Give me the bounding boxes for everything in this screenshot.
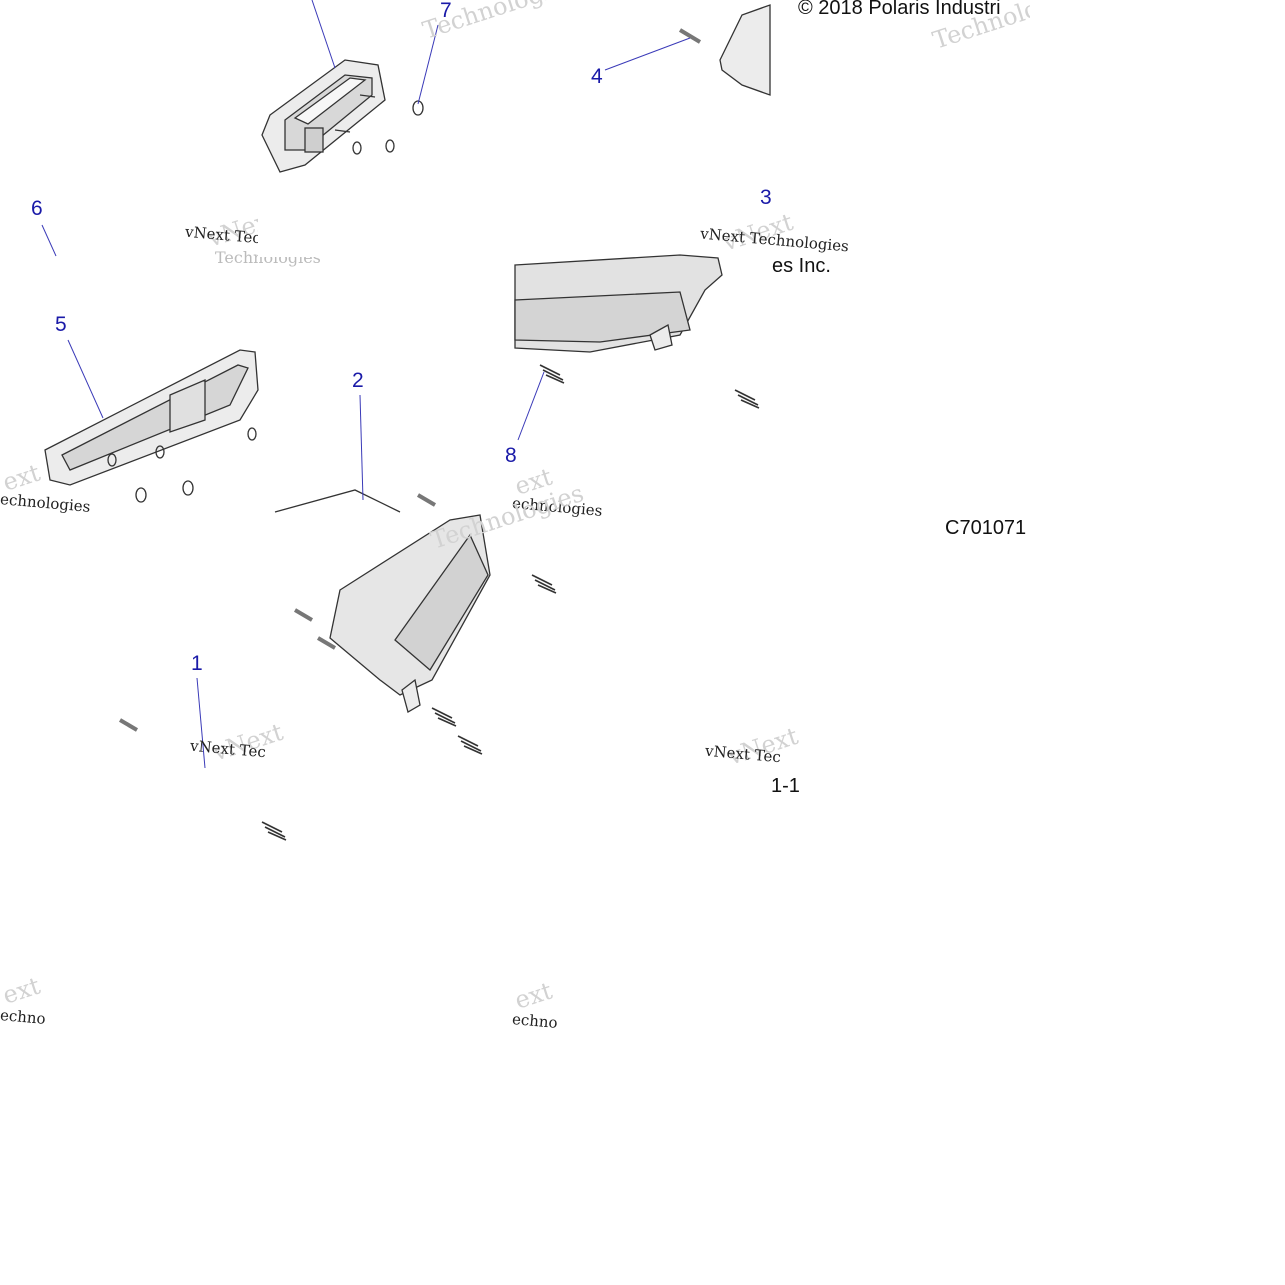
copyright-text: © 2018 Polaris Industri <box>798 0 1001 19</box>
callout-4: 4 <box>591 65 603 88</box>
part-3-headlight <box>514 254 760 409</box>
callout-3: 3 <box>760 186 772 209</box>
callout-7: 7 <box>440 0 452 22</box>
part-1-headlight <box>118 514 557 841</box>
tile-mask-mid-left <box>258 180 513 257</box>
part-code: C701071 <box>945 517 1027 539</box>
copyright-fragment: es Inc. <box>772 255 831 277</box>
callout-8: 8 <box>505 444 517 467</box>
page-marker: 1-1 <box>771 775 800 797</box>
tile-mask-bottom <box>0 1030 1285 1285</box>
part-2-housing <box>274 489 437 513</box>
part-7-light <box>261 59 424 173</box>
callout-5: 5 <box>55 313 67 336</box>
leader-lines <box>41 0 691 769</box>
tile-mask-right-upper <box>1030 0 1285 770</box>
callout-1: 1 <box>191 652 203 675</box>
part-5-light <box>44 349 259 503</box>
callout-6: 6 <box>31 197 43 220</box>
callout-2: 2 <box>352 369 364 392</box>
part-4-pin <box>678 4 771 96</box>
